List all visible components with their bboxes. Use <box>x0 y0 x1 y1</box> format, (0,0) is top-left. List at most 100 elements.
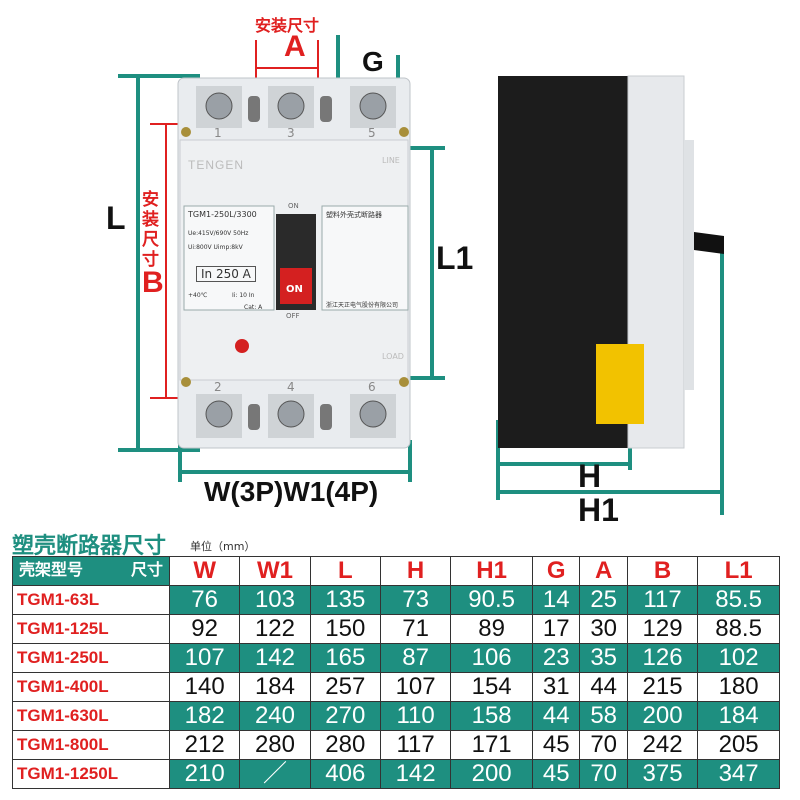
dim-g-label: G <box>362 46 384 77</box>
value-cell: 150 <box>309 614 381 644</box>
header-h1: H1 <box>450 556 533 586</box>
handle-on-text: ON <box>286 284 303 295</box>
value-cell: 129 <box>626 614 699 644</box>
install-size-top-label: 安装尺寸 <box>255 18 320 35</box>
value-cell: 280 <box>309 730 381 760</box>
value-cell: 212 <box>168 730 241 760</box>
value-cell: 85.5 <box>697 585 780 615</box>
install-size-side-label: 安装尺寸 <box>142 190 159 269</box>
value-cell: 117 <box>626 585 699 615</box>
value-cell: 58 <box>579 701 628 731</box>
breaker-front <box>177 77 411 449</box>
terminal-label-4: 4 <box>287 380 295 394</box>
value-cell: 375 <box>626 759 699 789</box>
value-cell: 70 <box>579 730 628 760</box>
title-cn: 塑料外壳式断路器 <box>326 211 382 219</box>
temp-text: +40℃ <box>188 292 208 299</box>
model-cell: TGM1-250L <box>12 643 170 673</box>
value-cell: 215 <box>626 672 699 702</box>
header-l: L <box>309 556 381 586</box>
dim-w-label: W(3P)W1(4P) <box>204 476 379 507</box>
value-cell: 117 <box>379 730 452 760</box>
company-text: 浙江天正电气股份有限公司 <box>326 302 399 309</box>
value-cell: 102 <box>697 643 780 673</box>
dim-a-label: A <box>284 30 306 63</box>
value-cell: 17 <box>531 614 581 644</box>
value-cell: 73 <box>379 585 452 615</box>
value-cell: 92 <box>168 614 241 644</box>
model-cell: TGM1-630L <box>12 701 170 731</box>
value-cell: 89 <box>450 614 533 644</box>
model-cell: TGM1-800L <box>12 730 170 760</box>
model-cell: TGM1-400L <box>12 672 170 702</box>
value-cell: 270 <box>309 701 381 731</box>
value-cell: 70 <box>579 759 628 789</box>
value-cell: 154 <box>450 672 533 702</box>
value-cell: 14 <box>531 585 581 615</box>
value-cell: 35 <box>579 643 628 673</box>
value-cell: 88.5 <box>697 614 780 644</box>
value-cell: 76 <box>168 585 241 615</box>
value-cell: 280 <box>239 730 311 760</box>
spec-line1: Ue:415V/690V 50Hz <box>188 230 249 237</box>
model-cell: TGM1-125L <box>12 614 170 644</box>
corner-left: 壳架型号 <box>19 562 84 579</box>
corner-right: 尺寸 <box>130 562 163 579</box>
terminal-label-5: 5 <box>368 126 376 140</box>
value-cell: 180 <box>697 672 780 702</box>
on-label: ON <box>288 202 299 210</box>
breaker-side <box>498 75 724 449</box>
value-cell: 87 <box>379 643 452 673</box>
header-w: W <box>168 556 241 586</box>
value-cell: 242 <box>626 730 699 760</box>
value-cell: 257 <box>309 672 381 702</box>
value-cell: 25 <box>579 585 628 615</box>
table-header-row: 壳架型号尺寸 W W1 L H H1 G A B L1 <box>12 556 780 586</box>
value-cell: 210 <box>168 759 241 789</box>
value-cell: 406 <box>309 759 381 789</box>
model-cell: TGM1-1250L <box>12 759 170 789</box>
value-cell: 142 <box>379 759 452 789</box>
value-cell: 240 <box>239 701 311 731</box>
breaker-diagram <box>118 35 724 515</box>
value-cell: 200 <box>450 759 533 789</box>
value-cell: 158 <box>450 701 533 731</box>
value-cell: 23 <box>531 643 581 673</box>
header-a: A <box>579 556 628 586</box>
off-label: OFF <box>286 312 300 320</box>
dim-h1-label: H1 <box>578 492 619 528</box>
value-cell: 171 <box>450 730 533 760</box>
value-cell: 90.5 <box>450 585 533 615</box>
value-cell: 30 <box>579 614 628 644</box>
header-g: G <box>531 556 581 586</box>
table-corner-cell: 壳架型号 尺寸 <box>12 556 170 586</box>
dim-h-label: H <box>578 458 602 494</box>
value-cell: 122 <box>239 614 311 644</box>
value-cell: 142 <box>239 643 311 673</box>
value-cell: 44 <box>579 672 628 702</box>
header-l1: L1 <box>697 556 780 586</box>
value-cell: 103 <box>239 585 311 615</box>
table-unit: 单位（mm） <box>190 540 256 553</box>
value-cell: 184 <box>697 701 780 731</box>
value-cell: 44 <box>531 701 581 731</box>
terminal-label-6: 6 <box>368 380 376 394</box>
dim-l-label: L <box>106 200 126 236</box>
value-cell: 165 <box>309 643 381 673</box>
load-label: LOAD <box>382 352 404 361</box>
terminal-label-1: 1 <box>214 126 222 140</box>
line-label: LINE <box>382 156 400 165</box>
header-b: B <box>626 556 699 586</box>
value-cell: 45 <box>531 759 581 789</box>
dim-b-label: B <box>142 266 164 299</box>
value-cell: 347 <box>697 759 780 789</box>
header-h: H <box>379 556 452 586</box>
value-cell: 184 <box>239 672 311 702</box>
cat-text: Cat: A <box>244 304 263 311</box>
value-cell: 182 <box>168 701 241 731</box>
